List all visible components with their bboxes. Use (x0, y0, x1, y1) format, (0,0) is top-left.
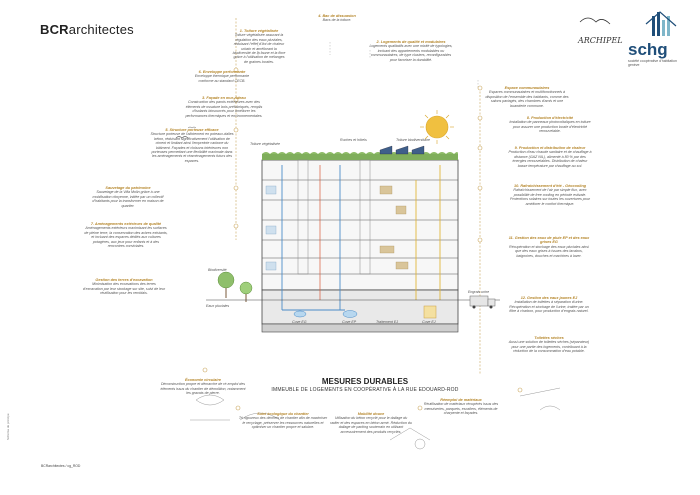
tree-icon (239, 281, 253, 302)
bird-icon (175, 136, 189, 139)
label-eaux-pluviales: Eaux pluviales (206, 304, 230, 308)
decorative-sketches (190, 387, 561, 450)
page-title: MESURES DURABLES (321, 377, 409, 386)
urine-pipes (415, 165, 441, 300)
label-engrais: Engrais urine (468, 290, 490, 294)
water-pipes (281, 165, 345, 311)
label-ruches: Ruches et hôtels (340, 138, 367, 142)
footer-credit: BCRarchitectes / cg_ROD (41, 464, 81, 468)
schg-subtitle: société coopérative d'habitation genève (628, 59, 677, 67)
bcr-logo: BCRarchitectes (40, 22, 134, 37)
label-cuve-ej: Cuve EJ (422, 320, 436, 324)
label-roof2: Toiture biodiversitaire (396, 138, 431, 142)
vertical-note: Schéma de principe (6, 413, 10, 440)
page-subtitle: IMMEUBLE DE LOGEMENTS EN COOPÉRATIVE À L… (271, 387, 459, 393)
truck-icon (469, 295, 496, 309)
schg-logo: schg (628, 40, 668, 59)
water-tanks (293, 305, 437, 319)
label-cuve-eg: Cuve EG (292, 320, 307, 324)
bird-icon (187, 126, 197, 129)
connector-lines (257, 42, 479, 88)
note-eaux-pluie: 11. Gestion des eaux de pluie EP et des … (508, 236, 590, 258)
furniture (379, 185, 409, 270)
tree-icon (217, 271, 235, 298)
label-roof: Toiture végétalisée (250, 142, 281, 146)
label-biodiversite: Biodiversité (208, 268, 227, 272)
building-outline (261, 145, 459, 333)
label-traitement-ej: Traitement EJ (376, 320, 399, 324)
solar-panels (379, 145, 425, 155)
sun-icon (420, 110, 454, 144)
schg-logo-icon (645, 11, 677, 36)
note-chaleur: 9. Production et distribution de chaleur… (508, 146, 592, 168)
archipel-logo: ARCHIPEL (578, 36, 623, 45)
archipel-doodle (579, 17, 611, 25)
label-cuve-ep: Cuve EP (342, 320, 357, 324)
